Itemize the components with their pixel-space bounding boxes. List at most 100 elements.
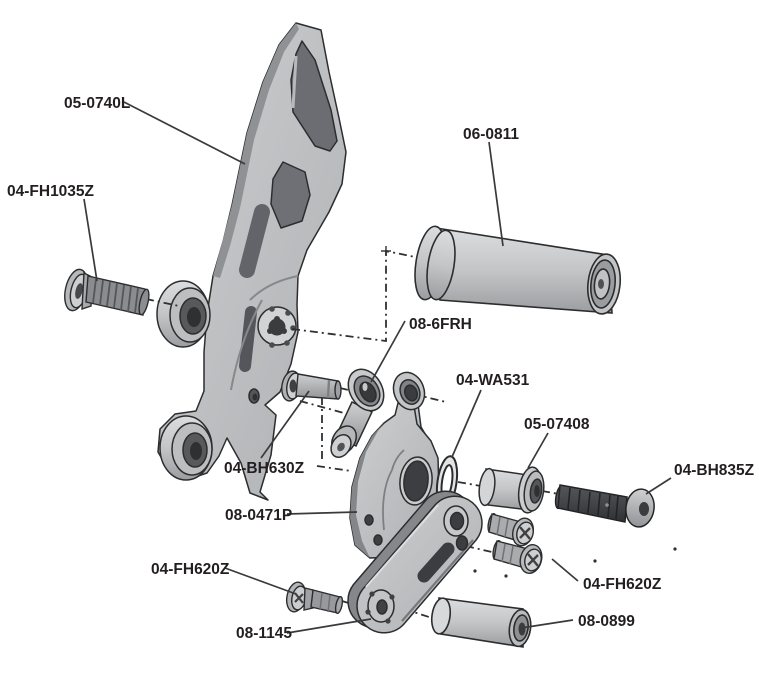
part-main-bracket-plate xyxy=(156,22,347,501)
fh1035z-head-socket xyxy=(75,283,83,299)
bh835z-threads xyxy=(567,487,619,520)
centerline-rodend xyxy=(299,400,345,414)
bracket-upper-boss xyxy=(156,280,211,348)
pivot-body-side-shade xyxy=(350,423,384,558)
bh630z-tip xyxy=(334,380,342,400)
label-08-1145: 08-1145 xyxy=(236,625,292,642)
label-04-BH630Z: 04-BH630Z xyxy=(224,460,305,477)
bracket-cutout-slot xyxy=(239,204,270,278)
heelplate-slot xyxy=(417,542,455,583)
label-04-WA531: 04-WA531 xyxy=(456,372,530,389)
leader-04-BH630Z xyxy=(260,390,310,459)
leader-06-0811 xyxy=(488,141,504,247)
label-04-FH1035Z: 04-FH1035Z xyxy=(7,183,95,200)
label-04-FH620Z-right: 04-FH620Z xyxy=(583,576,662,593)
pivot-small-hole xyxy=(364,514,374,526)
cyl0899-end-hole xyxy=(518,622,526,636)
hub-bolt-hole xyxy=(269,306,275,312)
part-flat-head-bolt-left xyxy=(285,581,344,615)
leader-05-07408 xyxy=(527,432,549,469)
hub-bolt-hole xyxy=(269,342,275,348)
heelplate-edge-shade xyxy=(401,539,474,622)
rodend-foot-hole xyxy=(337,442,345,452)
leader-lines xyxy=(83,101,672,634)
fh1035z-threads xyxy=(92,278,139,314)
leader-04-BH835Z xyxy=(645,477,672,495)
leader-08-6FRH xyxy=(370,320,406,383)
part-flat-head-bolt-large xyxy=(64,268,150,316)
bracket-body-slot xyxy=(239,306,257,372)
hub-bolt-hole xyxy=(284,340,290,346)
leader-08-0899 xyxy=(520,619,574,629)
label-08-0899: 08-0899 xyxy=(578,613,635,630)
part-labels: 05-0740L 04-FH1035Z 06-0811 08-6FRH 04-B… xyxy=(7,95,755,642)
label-04-FH620Z-left: 04-FH620Z xyxy=(151,561,230,578)
fh620z-right-upper xyxy=(487,512,535,547)
bracket-inner-contour xyxy=(230,275,299,391)
heelplate-pin-hole xyxy=(389,594,395,600)
heelplate-top-bore xyxy=(449,511,465,531)
leader-08-1145 xyxy=(286,618,372,634)
pivot-contour xyxy=(382,449,405,531)
leader-04-FH1035Z xyxy=(83,198,98,282)
footpeg-end-hole xyxy=(598,279,604,289)
centerline-bh630z xyxy=(339,387,358,393)
fh620z-left-tip xyxy=(334,595,344,615)
bracket-center-hub xyxy=(257,306,297,348)
bracket-cutout-upper xyxy=(290,40,338,152)
leader-04-WA531 xyxy=(451,389,482,458)
bh835z-socket xyxy=(639,502,649,516)
bracket-small-hole-bore xyxy=(252,393,258,401)
part-footpeg-cylinder xyxy=(414,225,622,315)
label-04-BH835Z: 04-BH835Z xyxy=(674,462,755,479)
pivot-big-hole xyxy=(403,460,429,502)
label-05-0740L: 05-0740L xyxy=(64,95,130,112)
heelplate-edge-highlight xyxy=(365,504,439,588)
centerline-bh835z xyxy=(541,490,560,495)
part-rod-end-bearing xyxy=(330,368,385,458)
part-spacer-bushing xyxy=(478,466,545,514)
hub-bolt-hole xyxy=(285,310,291,316)
footpeg-barrel xyxy=(435,227,613,314)
bh630z-groove xyxy=(326,379,331,399)
leader-05-0740L xyxy=(123,101,246,165)
part-button-head-bolt-dark xyxy=(554,484,655,528)
spacer-left-end xyxy=(478,467,496,507)
label-08-6FRH: 08-6FRH xyxy=(409,316,472,333)
pivot-armhead-ball xyxy=(403,384,419,402)
part-heel-plate-arm xyxy=(347,490,483,634)
label-06-0811: 06-0811 xyxy=(463,126,519,143)
heelplate-bottom-bore xyxy=(376,599,388,615)
label-08-0471P: 08-0471P xyxy=(225,507,292,524)
centerline-fh1035z xyxy=(145,298,180,307)
centerline-dots xyxy=(473,547,677,578)
bh630z-socket xyxy=(289,379,297,393)
fh620z-right-lower xyxy=(492,539,543,574)
leader-04-FH620Z-left xyxy=(224,567,297,595)
label-05-07408: 05-07408 xyxy=(524,416,590,433)
heelplate-hole2 xyxy=(455,535,469,551)
footpeg-collar-ridge xyxy=(426,229,456,301)
centerline-hub-to-peg xyxy=(291,249,421,343)
leader-08-0471P xyxy=(286,511,358,515)
rodend-ball-highlight xyxy=(362,383,368,391)
spacer-hole xyxy=(534,485,540,497)
bh835z-body xyxy=(557,484,628,523)
pivot-small-hole xyxy=(373,534,383,546)
main-bracket-left-bevel xyxy=(213,23,299,278)
centerline-into-bracket xyxy=(316,465,352,472)
bh630z-shank xyxy=(295,373,339,400)
centerline-ticks xyxy=(381,246,391,256)
leader-04-FH620Z-right xyxy=(551,558,579,582)
heelplate-pin-hole xyxy=(385,618,391,624)
bracket-lower-boss xyxy=(159,415,213,481)
bracket-cutout-upper-highlight xyxy=(291,55,298,109)
fh1035z-tip xyxy=(138,288,150,316)
bh835z-glint xyxy=(605,503,609,507)
centerline-bolt-lower xyxy=(465,545,497,554)
part-spacer-cylinder-large xyxy=(430,597,532,648)
bracket-cutout-mid xyxy=(270,161,311,229)
heelplate-pin-hole xyxy=(365,609,371,615)
